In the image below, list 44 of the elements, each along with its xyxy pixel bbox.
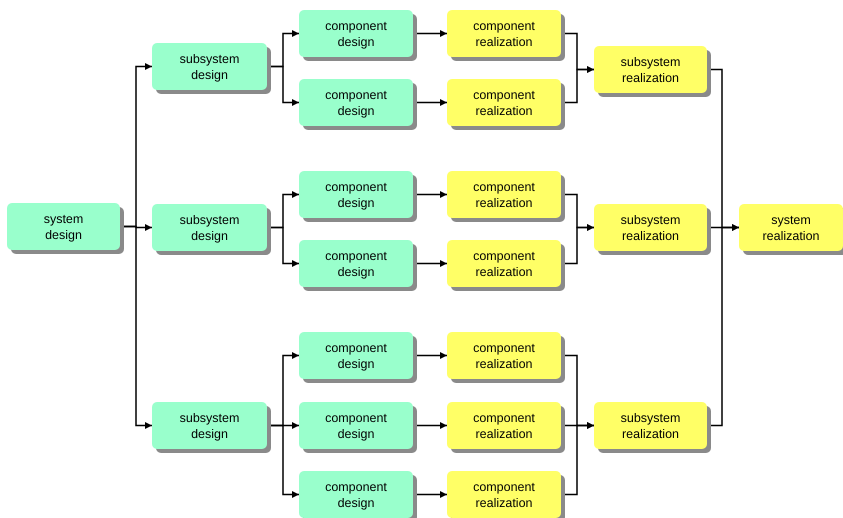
- design-box: [152, 402, 267, 449]
- realization-box: [447, 402, 561, 449]
- realization-box: [739, 204, 843, 251]
- box-label: component design: [324, 178, 388, 210]
- design-box: [299, 332, 413, 379]
- box-label: component realization: [472, 18, 536, 50]
- box-label: system realization: [762, 212, 820, 244]
- box-label: subsystem realization: [620, 54, 682, 86]
- box-label: component realization: [472, 410, 536, 442]
- box-label: component design: [324, 410, 388, 442]
- design-box: [152, 43, 267, 90]
- box-label: subsystem realization: [620, 212, 682, 244]
- realization-box: [594, 46, 707, 93]
- realization-box: [447, 240, 561, 287]
- realization-box: [594, 402, 707, 449]
- box-label: component design: [324, 340, 388, 372]
- box-label: subsystem realization: [620, 410, 682, 442]
- design-box: [7, 203, 120, 250]
- design-box: [299, 240, 413, 287]
- realization-box: [447, 79, 561, 126]
- box-label: component realization: [472, 86, 536, 118]
- design-box: [152, 204, 267, 251]
- box-label: component design: [324, 248, 388, 280]
- realization-box: [447, 332, 561, 379]
- design-box: [299, 471, 413, 518]
- design-box: [299, 79, 413, 126]
- box-label: subsystem design: [178, 50, 240, 82]
- realization-box: [447, 10, 561, 57]
- box-label: component design: [324, 478, 388, 510]
- design-box: [299, 402, 413, 449]
- box-label: component realization: [472, 178, 536, 210]
- box-label: component realization: [472, 248, 536, 280]
- realization-box: [447, 171, 561, 218]
- box-label: system design: [42, 210, 84, 242]
- box-label: component design: [324, 86, 388, 118]
- realization-box: [594, 204, 707, 251]
- realization-box: [447, 471, 561, 518]
- box-label: component realization: [472, 340, 536, 372]
- box-label: component realization: [472, 478, 536, 510]
- box-label: subsystem design: [178, 410, 240, 442]
- box-label: component design: [324, 18, 388, 50]
- box-label: subsystem design: [178, 212, 240, 244]
- design-box: [299, 10, 413, 57]
- design-box: [299, 171, 413, 218]
